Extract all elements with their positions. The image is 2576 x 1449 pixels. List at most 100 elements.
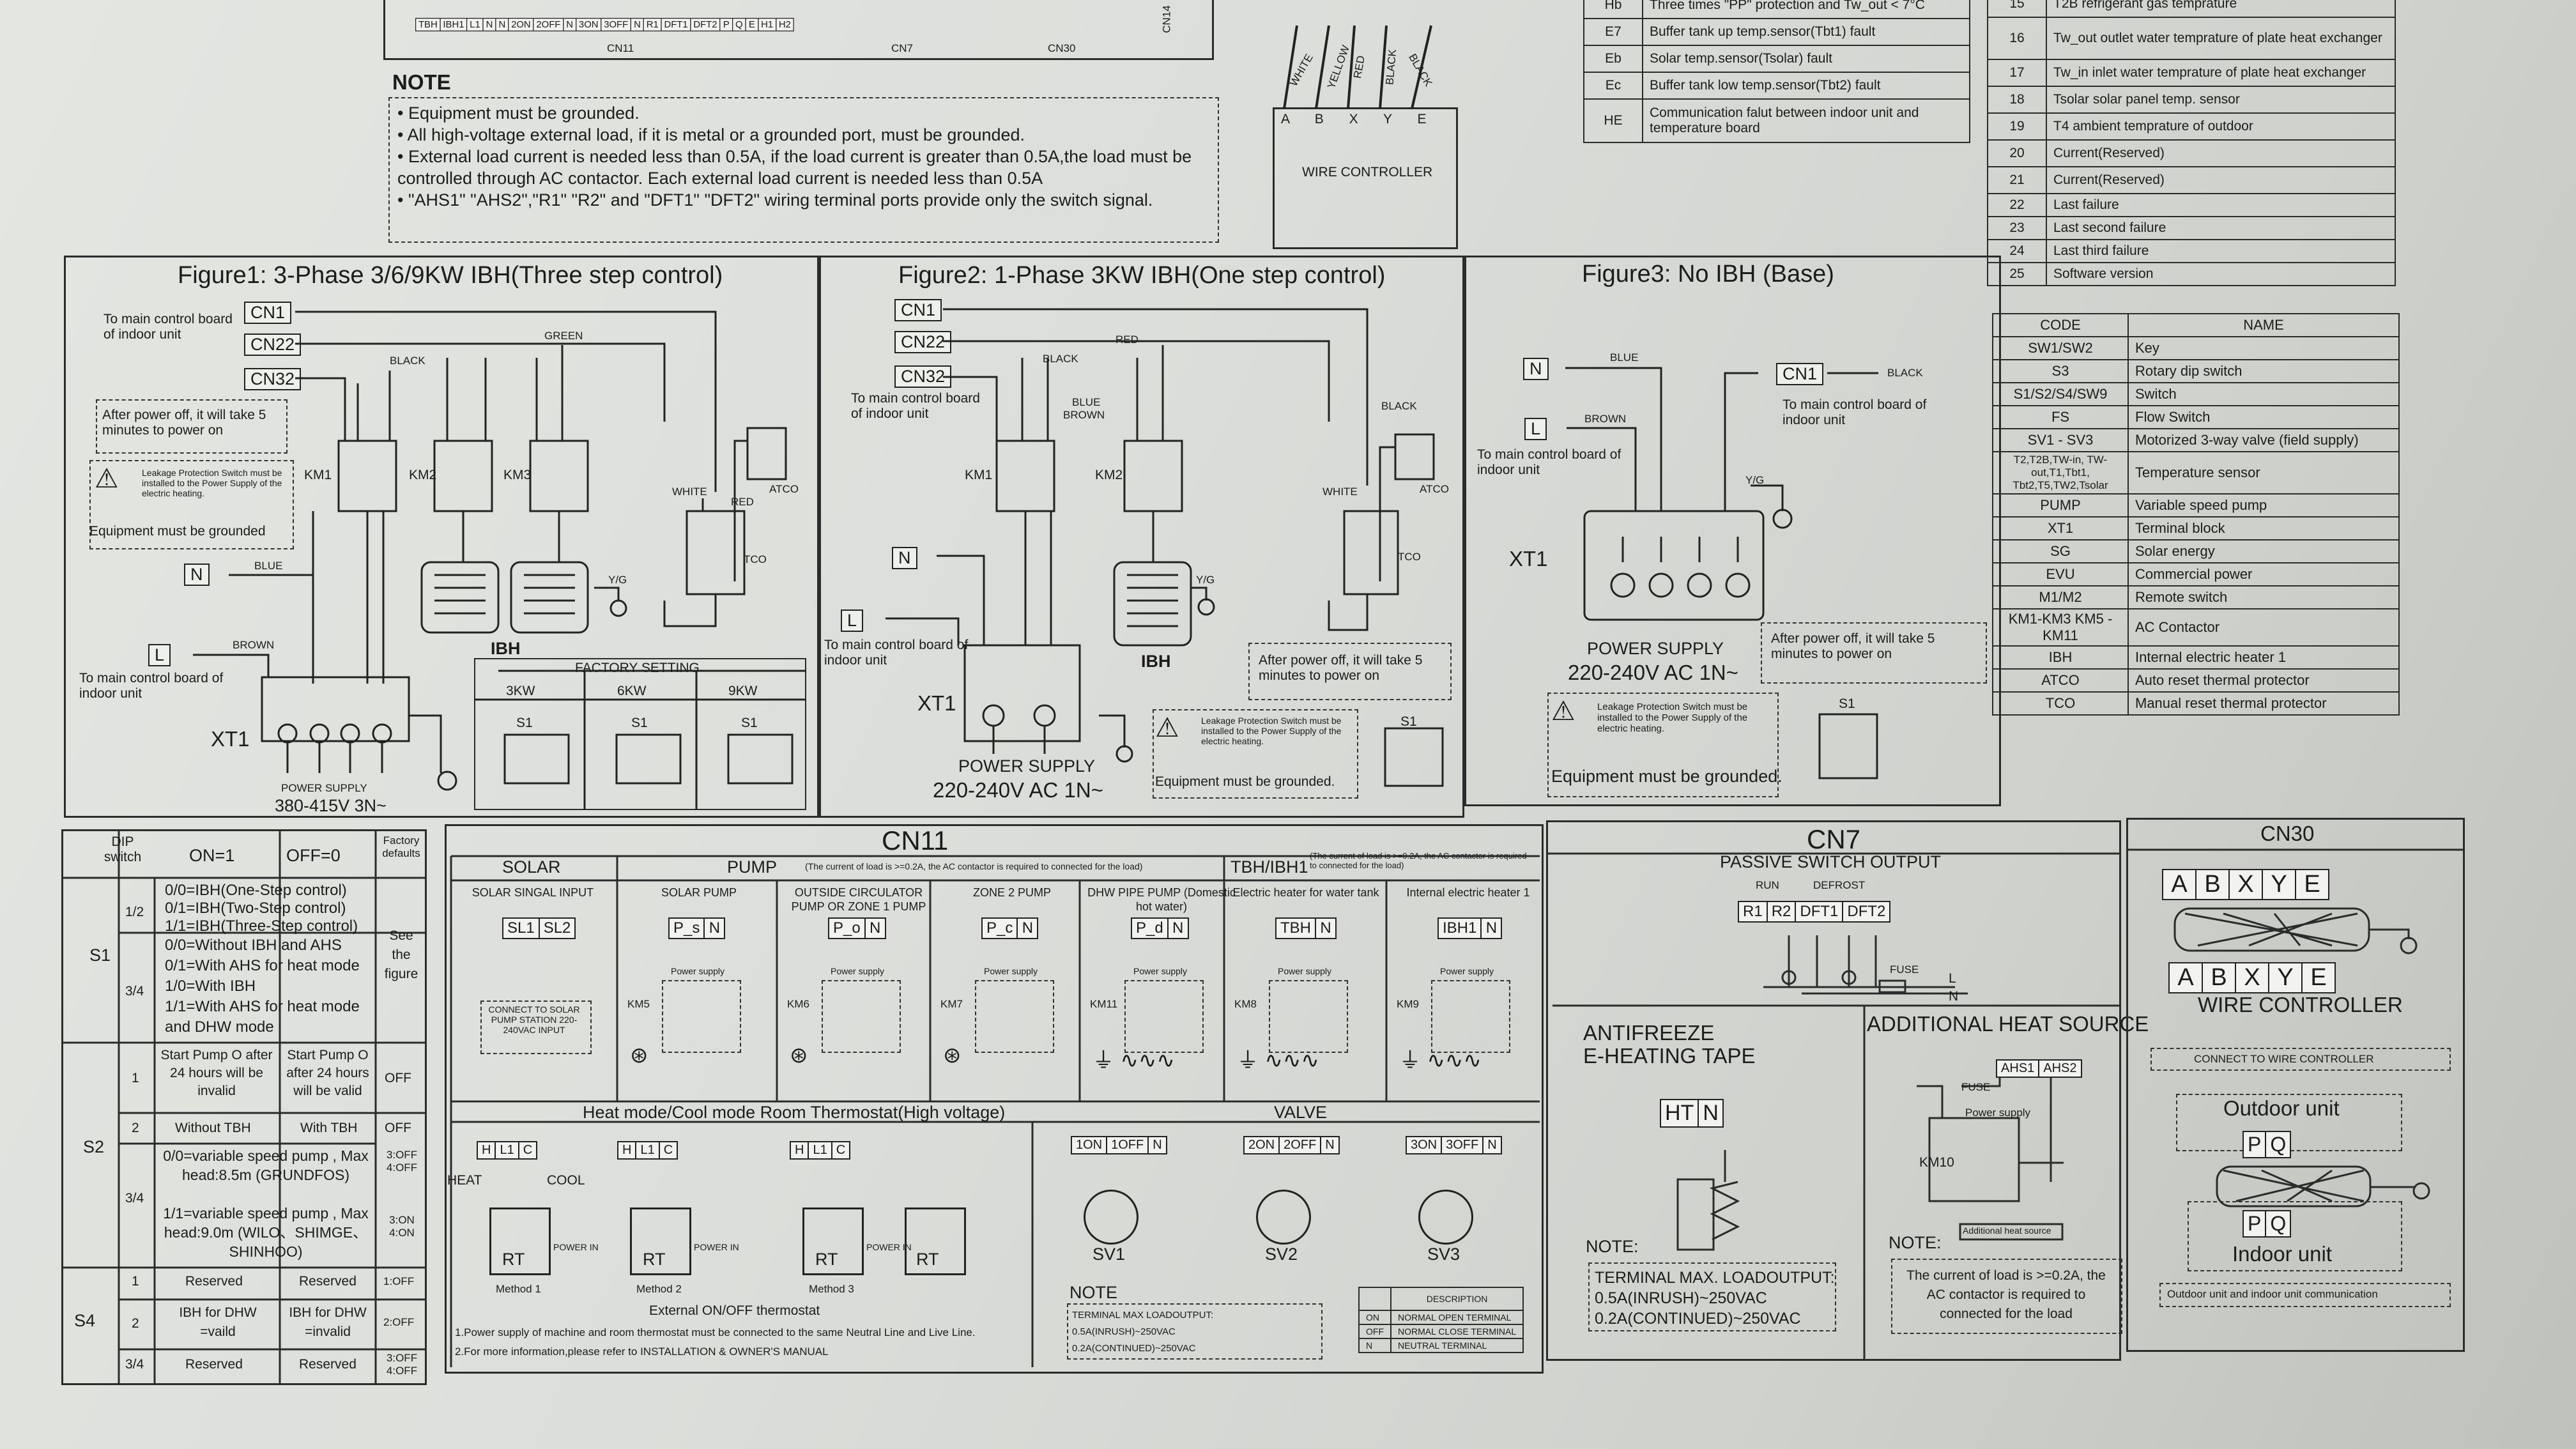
- cn7-terminal-box: [1588, 1262, 1836, 1331]
- pin: SL2: [538, 917, 576, 939]
- cn7-ahs-note: NOTE:: [1889, 1233, 1942, 1252]
- pin: 2ON: [1243, 1136, 1280, 1154]
- component-name: Switch: [2128, 382, 2400, 406]
- dip-s1-12: 1/2: [125, 905, 144, 919]
- figure1-n-terminal: N: [184, 564, 210, 586]
- component-name: Key: [2128, 336, 2400, 360]
- note-item: • Equipment must be grounded.: [397, 103, 640, 123]
- cn7-terminal-lines: TERMINAL MAX. LOADOUTPUT: 0.5A(INRUSH)~2…: [1595, 1269, 1835, 1328]
- rt-label: RT: [815, 1250, 838, 1269]
- note-list: • Equipment must be grounded. • All high…: [397, 102, 1215, 211]
- cn7-note: NOTE:: [1586, 1237, 1639, 1256]
- figure2-yg: Y/G: [1196, 574, 1215, 586]
- figure3-cn1: CN1: [1776, 363, 1824, 385]
- cn7-run: RUN: [1756, 879, 1779, 891]
- figure1-cn32: CN32: [244, 368, 302, 390]
- pin: N: [1147, 1136, 1167, 1154]
- figure2-km1: KM1: [965, 468, 993, 482]
- pin: E: [2301, 962, 2336, 993]
- figure2-cn22: CN22: [894, 331, 952, 353]
- solar-note: CONNECT TO SOLAR PUMP STATION 220-240VAC…: [488, 1004, 580, 1035]
- pin: L1: [494, 1141, 519, 1160]
- cn11-sub-title: Internal electric heater 1: [1406, 886, 1530, 899]
- figure2-wire-red: RED: [1116, 334, 1138, 346]
- desc-key: N: [1358, 1338, 1392, 1353]
- method-label: Method 1: [496, 1283, 541, 1295]
- figure1-tco: TCO: [744, 553, 767, 565]
- contactor-label: KM6: [787, 998, 809, 1010]
- dip-header-switch: DIP switch: [103, 834, 142, 864]
- terminal-pin: 2ON: [508, 18, 534, 32]
- dip-s1-34: 3/4: [125, 984, 144, 999]
- fault-code: E7: [1583, 18, 1643, 46]
- figure3-power-off-box: [1761, 622, 1987, 684]
- terminal-pin: DFT2: [690, 18, 721, 32]
- terminal-pin: P: [719, 18, 733, 32]
- figure1-l-terminal: L: [148, 644, 171, 666]
- dip-s2-1-def: OFF: [385, 1071, 411, 1085]
- code-row: T2,T2B,TW-in, TW-out,T1,Tbt1, Tbt2,T5,TW…: [1992, 451, 2400, 494]
- cn30-indoor-box: [2188, 1201, 2402, 1271]
- dip-s1-12-lines: 0/0=IBH(One-Step control) 0/1=IBH(Two-St…: [165, 882, 358, 935]
- heat-label: HEAT: [447, 1173, 482, 1188]
- component-code: KM1-KM3 KM5 - KM11: [1992, 608, 2129, 647]
- component-code: SG: [1992, 539, 2129, 564]
- pin: Q: [2265, 1210, 2292, 1238]
- figure3-xt1: XT1: [1509, 547, 1548, 571]
- pin: H: [790, 1141, 809, 1160]
- cn30-pq-top: P Q: [2242, 1131, 2292, 1158]
- dip-s2-34-a-def: 3:OFF 4:OFF: [386, 1149, 418, 1174]
- component-code: S1/S2/S4/SW9: [1992, 382, 2129, 406]
- pin: 1OFF: [1106, 1136, 1149, 1154]
- figure3-to-main2: To main control board of indoor unit: [1477, 447, 1621, 477]
- param-no: 16: [1987, 17, 2047, 60]
- figure2-cn32: CN32: [894, 365, 952, 388]
- figure1-power-off-box: [96, 399, 288, 454]
- param-no: 21: [1987, 166, 2047, 194]
- cn30-connect-box: [2150, 1048, 2451, 1071]
- dip-header-on: ON=1: [189, 846, 235, 865]
- fault-desc: Buffer tank low temp.sensor(Tbt2) fault: [1642, 72, 1970, 100]
- figure1-leakage-box: [89, 460, 294, 549]
- cn11-note1: 1.Power supply of machine and room therm…: [455, 1326, 976, 1338]
- cn7-l: L: [1949, 971, 1956, 986]
- note-item: • "AHS1" "AHS2","R1" "R2" and "DFT1" "DF…: [397, 190, 1153, 210]
- desc-key: OFF: [1358, 1324, 1392, 1339]
- param-desc: Current(Reserved): [2046, 139, 2396, 167]
- dip-s2-2-off: With TBH: [300, 1121, 358, 1135]
- cn7-ahs-note-box: [1891, 1259, 2122, 1334]
- factory-s1: S1: [516, 716, 533, 730]
- header-code: CODE: [1992, 313, 2129, 337]
- power-supply-label: Power supply: [1440, 966, 1494, 976]
- figure2-power-supply: POWER SUPPLY: [958, 756, 1096, 776]
- pin: HT: [1660, 1099, 1699, 1128]
- component-code: M1/M2: [1992, 585, 2129, 610]
- figure3-to-main: To main control board of indoor unit: [1782, 397, 1927, 427]
- wire-controller-pins: A B X Y E: [1281, 112, 1427, 126]
- header-name: NAME: [2128, 313, 2400, 337]
- dip-s2-34-a: 0/0=variable speed pump , Max head:8.5m …: [163, 1147, 369, 1183]
- figure3-s1: S1: [1839, 696, 1855, 711]
- cn11-sub-title: DHW PIPE PUMP (Domestic hot water): [1087, 886, 1236, 913]
- method-label: Method 3: [809, 1283, 854, 1295]
- figure2-wire-blue: BLUE: [1072, 396, 1101, 408]
- power-in-label: POWER IN: [866, 1242, 912, 1252]
- contactor-label: KM7: [940, 998, 963, 1010]
- figure3-power-off-note: After power off, it will take 5 minutes …: [1771, 631, 1935, 661]
- figure2-leakage-box: [1153, 709, 1358, 799]
- dip-s4-1-def: 1:OFF: [383, 1275, 415, 1287]
- dip-s4-2-on: IBH for DHW =vaild: [179, 1305, 257, 1339]
- component-code: SW1/SW2: [1992, 336, 2129, 360]
- figure1-xt1: XT1: [211, 727, 250, 751]
- wire-color-label: BLACK: [1406, 51, 1435, 89]
